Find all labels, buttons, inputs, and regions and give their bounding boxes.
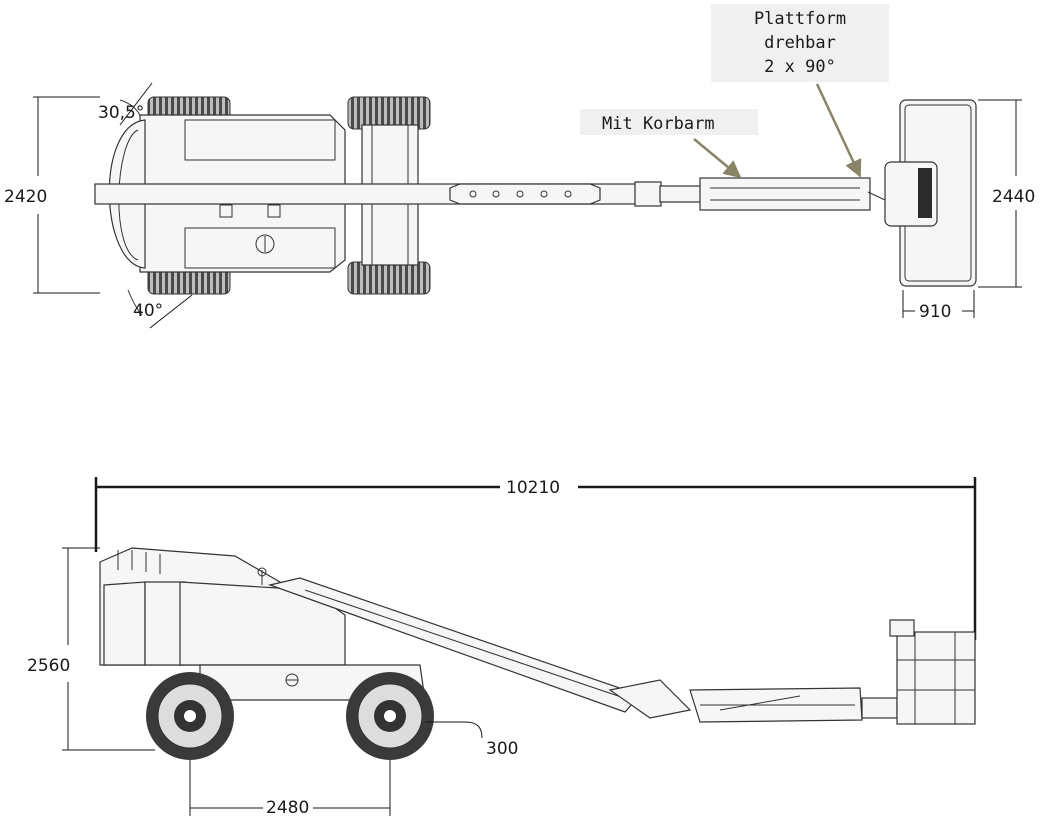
- dim-platform-depth: 910: [902, 290, 975, 322]
- width-left-label: 2420: [4, 187, 47, 207]
- angle-marks: 30,5° 40°: [98, 82, 193, 329]
- label-jib: Mit Korbarm: [580, 109, 758, 179]
- ground-clearance-label: 300: [486, 739, 518, 759]
- dim-wheelbase: 2480: [189, 760, 391, 817]
- label-platform-line1: Plattform: [754, 9, 846, 29]
- wheel-rear: [346, 672, 434, 760]
- label-platform-arrow: [815, 83, 862, 178]
- chassis-top-view: [94, 99, 977, 287]
- dim-ground-clearance: 300: [425, 721, 518, 759]
- wheelbase-label: 2480: [266, 798, 309, 817]
- platform-width-label: 2440: [992, 187, 1035, 207]
- dim-overall-length: 10210: [94, 477, 977, 640]
- machine-side-view: [99, 547, 976, 760]
- label-rotating-platform: Plattform drehbar 2 x 90°: [711, 4, 889, 178]
- height-label: 2560: [27, 656, 70, 676]
- top-view: 2420: [4, 4, 1035, 329]
- label-jib-text: Mit Korbarm: [602, 114, 715, 134]
- angle-bottom-label: 40°: [133, 301, 163, 321]
- angle-top-label: 30,5°: [98, 103, 144, 123]
- platform-depth-label: 910: [919, 302, 951, 322]
- wheel-front: [146, 672, 234, 760]
- label-platform-line3: 2 x 90°: [764, 57, 836, 77]
- label-platform-line2: drehbar: [764, 33, 836, 53]
- label-jib-arrow: [693, 138, 742, 179]
- dim-platform-width: 2440: [978, 99, 1035, 288]
- dim-height: 2560: [27, 547, 155, 751]
- overall-length-label: 10210: [506, 478, 560, 498]
- side-view: 10210 2560: [27, 477, 977, 817]
- dim-width-left: 2420: [4, 96, 100, 294]
